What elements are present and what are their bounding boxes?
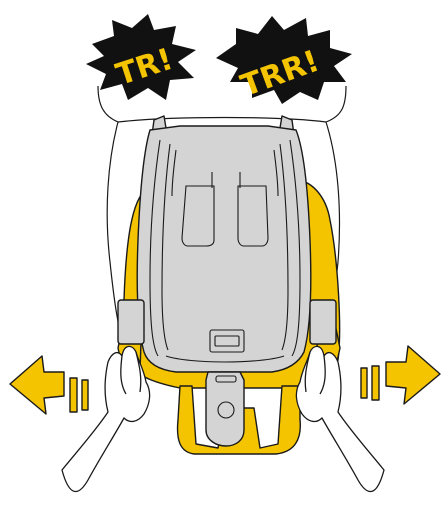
pull-right-arrow-icon bbox=[361, 346, 440, 404]
burst-right: TRR! bbox=[216, 16, 352, 104]
side-clip-left bbox=[118, 300, 144, 344]
left-arrow-bar-2 bbox=[82, 380, 88, 410]
left-arrow-head bbox=[10, 356, 64, 414]
side-clip-right bbox=[310, 300, 336, 344]
hand-left bbox=[62, 346, 150, 491]
left-arrow-bar-1 bbox=[70, 378, 77, 412]
pull-left-arrow-icon bbox=[10, 356, 88, 414]
back-outline-top bbox=[118, 118, 326, 123]
plate-body bbox=[137, 126, 311, 372]
right-arrow-bar-2 bbox=[361, 368, 367, 398]
hand-right bbox=[296, 346, 384, 491]
right-arrow-bar-1 bbox=[372, 366, 379, 400]
burst-left: TR! bbox=[86, 14, 196, 100]
plate-lower-tab bbox=[206, 372, 244, 446]
right-arrow-head bbox=[386, 346, 440, 404]
